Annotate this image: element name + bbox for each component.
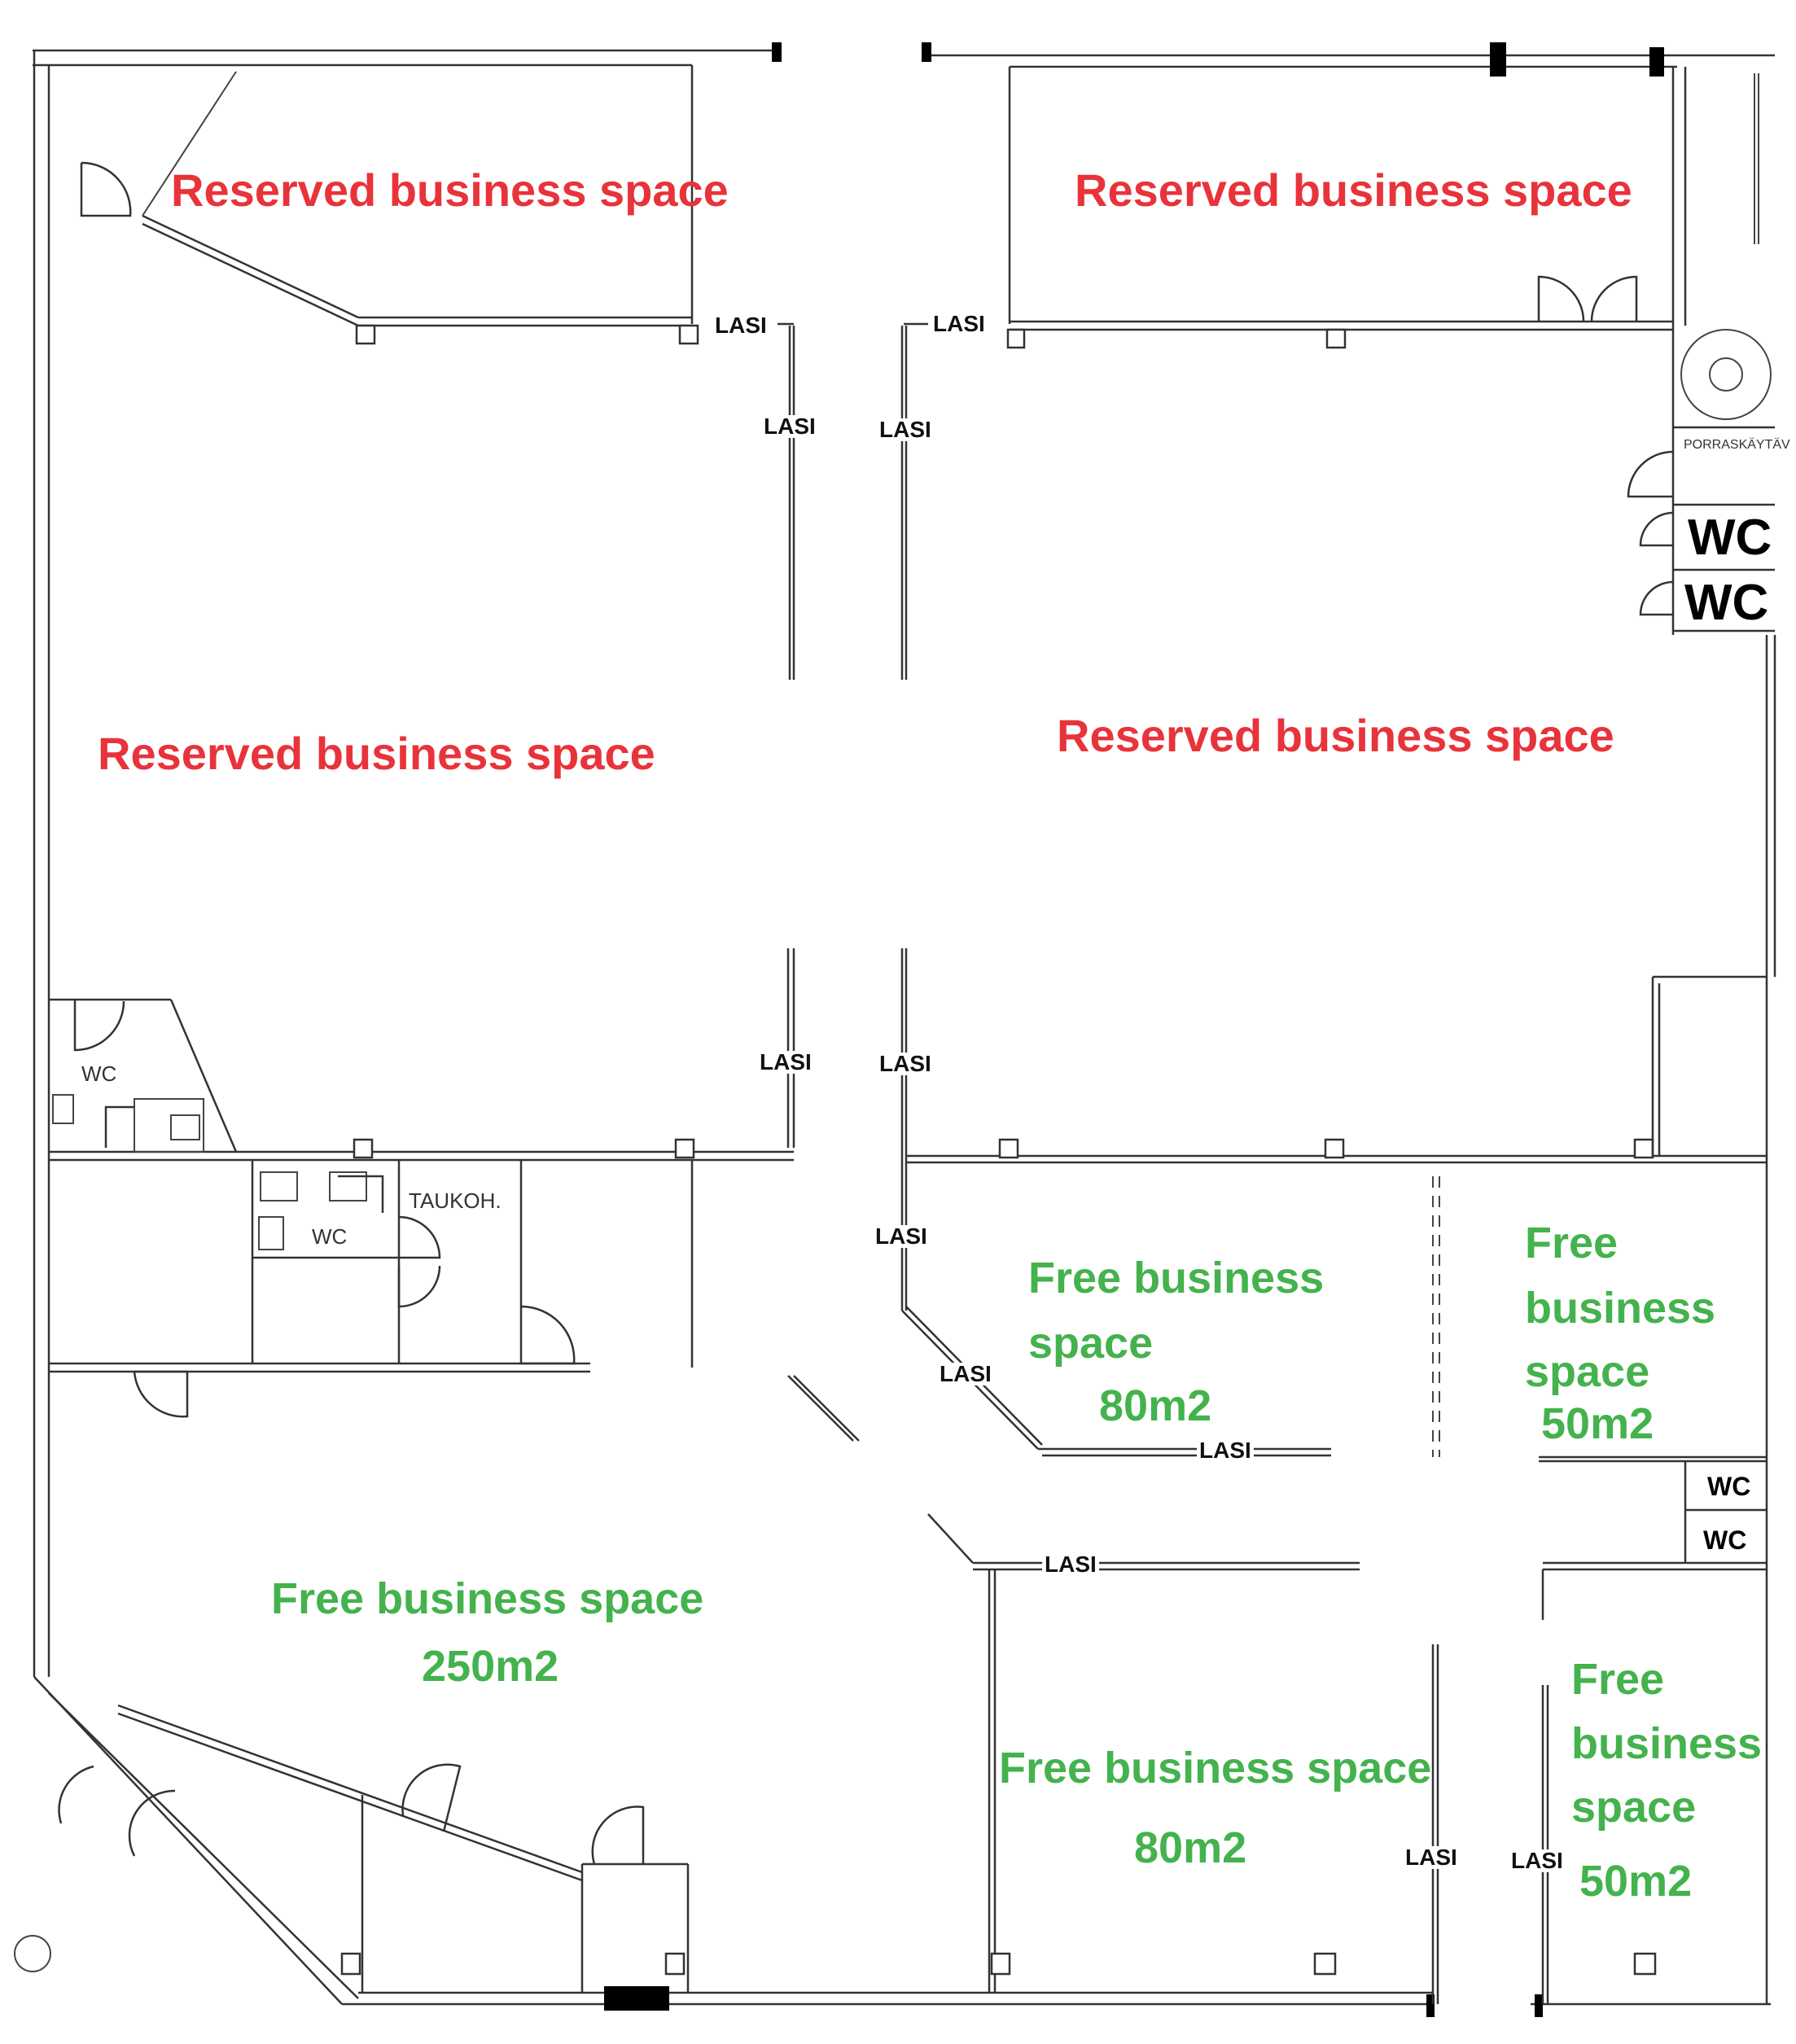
free-space-right-area: 50m2 [1541, 1399, 1654, 1448]
right-side-partitions [1539, 1455, 1767, 1620]
wc-label-left: WC [81, 1061, 117, 1086]
glass-label: LASI [1042, 1553, 1099, 1576]
stairwell-area [1627, 73, 1775, 632]
reserved-space-mid-right: Reserved business space [1057, 710, 1614, 761]
free-space-bottom-line1: Free business space [999, 1744, 1432, 1792]
glass-label: LASI [877, 418, 934, 441]
glass-label: LASI [712, 314, 769, 337]
free-space-bottom-right-area: 50m2 [1579, 1857, 1693, 1906]
free-space-right-line3: space [1525, 1347, 1650, 1396]
wc-label-right-upper: WC [1707, 1472, 1751, 1501]
corridor-glass-mid [786, 948, 1549, 2004]
free-space-right-line2: business [1525, 1284, 1716, 1333]
corridor-glass-top [778, 322, 928, 680]
free-space-bottom-right-line1: Free [1571, 1655, 1665, 1704]
glass-label: LASI [937, 1363, 994, 1385]
glass-label: LASI [1403, 1846, 1460, 1869]
glass-label: LASI [761, 415, 818, 438]
free-space-bottom-right-line2: business [1571, 1719, 1763, 1768]
free-space-center-area: 80m2 [1099, 1381, 1212, 1430]
free-space-bottom-area: 80m2 [1134, 1823, 1247, 1872]
glass-label: LASI [877, 1053, 934, 1075]
free-space-center-line1: Free business [1028, 1254, 1325, 1302]
reserved-space-top-right: Reserved business space [1075, 164, 1632, 216]
wc-label-upper: WC [1688, 510, 1772, 566]
reserved-space-top-left: Reserved business space [171, 164, 729, 216]
glass-label: LASI [1509, 1849, 1566, 1872]
top-left-room-walls [80, 65, 699, 345]
break-room-label: TAUKOH. [409, 1188, 502, 1213]
left-wc-block [49, 998, 238, 1153]
free-space-large-line1: Free business space [271, 1574, 704, 1623]
free-space-bottom-right-line3: space [1571, 1783, 1697, 1832]
outer-walls [33, 42, 1776, 2017]
wc-label-lower: WC [1684, 575, 1769, 631]
free-space-large-area: 250m2 [422, 1642, 559, 1691]
middle-walls [49, 975, 1767, 1164]
free-space-right-line1: Free [1525, 1219, 1619, 1267]
reserved-space-mid-left: Reserved business space [98, 728, 655, 779]
top-right-room-walls [1006, 67, 1673, 349]
wc-label-right-lower: WC [1703, 1525, 1747, 1555]
break-room-block [49, 1160, 694, 1418]
glass-label: LASI [931, 313, 988, 335]
glass-label: LASI [873, 1225, 930, 1248]
free-space-center-line2: space [1028, 1319, 1154, 1368]
glass-label: LASI [1197, 1439, 1254, 1462]
stairwell-label: PORRASKÄYTÄV [1684, 438, 1790, 452]
wc-label-toilets: WC [312, 1224, 348, 1249]
glass-label: LASI [757, 1051, 814, 1074]
bottom-left-rooms [14, 1704, 1657, 1993]
